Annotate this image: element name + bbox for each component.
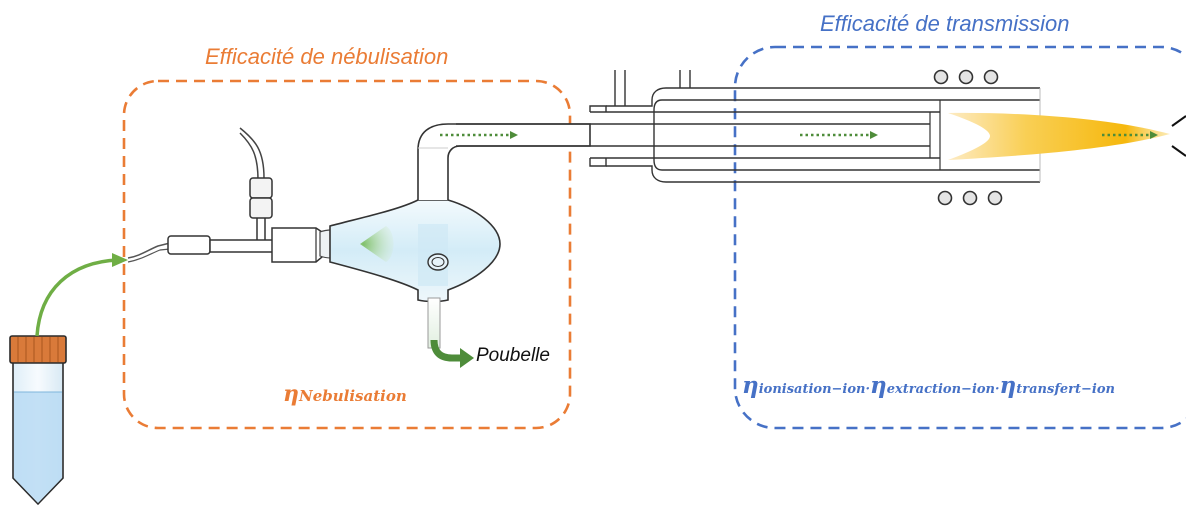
eta-symbol: η <box>870 372 887 399</box>
waste-label: Poubelle <box>476 345 550 366</box>
eta-subscript: transfert−ion <box>1016 382 1115 397</box>
sample-tube-icon <box>9 335 67 506</box>
plasma-flame-icon <box>948 112 1170 160</box>
eta-symbol: η <box>742 372 759 399</box>
gas-line <box>239 127 273 240</box>
aerosol-cone <box>360 226 394 262</box>
transmission-efficiency-formula: ηionisation−ion·ηextraction−ion·ηtransfe… <box>742 372 1115 399</box>
sample-flow-arrow <box>35 258 119 337</box>
aerosol-path-arrows <box>440 131 1158 139</box>
eta-subscript: ionisation−ion <box>758 382 866 397</box>
eta-subscript: Nebulisation <box>299 387 407 405</box>
eta-symbol: η <box>283 381 299 407</box>
sample-capillary <box>127 242 171 259</box>
transmission-title: Efficacité de transmission <box>820 11 1070 36</box>
spray-chamber-icon <box>329 123 591 349</box>
transmission-region <box>733 45 1186 430</box>
nebulisation-title: Efficacité de nébulisation <box>205 44 449 69</box>
waste-arrow <box>430 339 462 362</box>
eta-symbol: η <box>999 372 1017 399</box>
rf-coil-icon <box>933 69 1003 206</box>
eta-separator: · <box>995 382 1000 397</box>
torch-icon <box>456 70 1041 183</box>
interface-cone-icon <box>1171 115 1186 157</box>
eta-separator: · <box>865 382 871 397</box>
nebulisation-region <box>122 79 572 430</box>
eta-subscript: extraction−ion <box>886 382 995 397</box>
waste-arrowhead <box>460 348 474 368</box>
sample-flow-arrowhead <box>112 253 128 267</box>
nebulisation-efficiency-formula: ηNebulisation <box>283 381 407 407</box>
